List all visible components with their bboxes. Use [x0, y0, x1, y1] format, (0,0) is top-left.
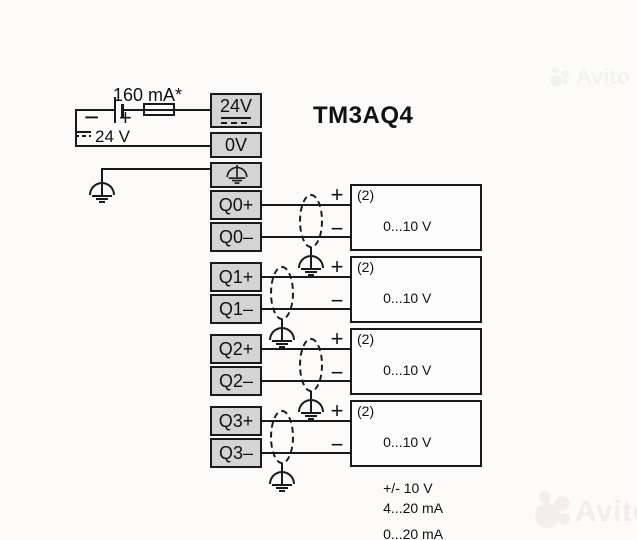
terminal-q0-plus: Q0+	[210, 190, 262, 220]
terminal-label: Q1–	[218, 299, 254, 319]
wire-shield-ground	[310, 391, 312, 398]
wire-battery-to-24v	[124, 109, 210, 111]
range-line: 4...20 mA	[383, 500, 444, 517]
range-line: 0...20 mA	[383, 526, 444, 540]
cable-shield-icon	[299, 338, 323, 392]
terminal-label: 24V	[219, 96, 253, 116]
terminal-label: Q0–	[218, 227, 254, 247]
polarity-plus-label: +	[330, 398, 344, 423]
box-note-ref: (2)	[357, 331, 375, 347]
wire-q3-plus	[262, 420, 350, 422]
watermark-text: Avito	[576, 64, 631, 89]
box-note-ref: (2)	[357, 403, 375, 419]
wire-earth-horizontal	[101, 168, 210, 170]
shield-ground-icon	[268, 325, 296, 348]
range-line: 0...10 V	[383, 433, 432, 450]
terminal-label: Q3+	[218, 411, 254, 431]
dc-symbol-icon	[75, 131, 91, 137]
output-range-box: (2) 0...10 V +/- 10 V 0...20 mA 4...20 m…	[350, 184, 482, 372]
terminal-q3-minus: Q3–	[210, 438, 262, 468]
output-range-list: 0...10 V +/- 10 V 0...20 mA 4...20 mA	[383, 404, 443, 540]
terminal-label: Q2+	[218, 339, 254, 359]
dc-symbol-icon	[221, 117, 251, 124]
terminal-q2-minus: Q2–	[210, 366, 262, 396]
polarity-minus-label: −	[330, 216, 344, 241]
wire-supply-to-0v	[75, 145, 210, 147]
watermark-top-right: Avito	[548, 64, 630, 90]
wire-q1-plus	[262, 276, 350, 278]
watermark-bottom-right: Avito	[531, 487, 637, 533]
fuse-rating-label: 160 mA*	[113, 85, 183, 105]
module-title: TM3AQ4	[313, 102, 414, 129]
polarity-plus-label: +	[330, 182, 344, 207]
terminal-0v: 0V	[210, 132, 262, 158]
cable-shield-icon	[270, 410, 294, 464]
wire-earth-vertical	[101, 168, 103, 181]
box-note-ref: (2)	[357, 187, 375, 203]
terminal-label: Q2–	[218, 371, 254, 391]
battery-plate-long-icon	[114, 97, 116, 123]
terminal-label: Q0+	[218, 195, 254, 215]
polarity-plus-label: +	[330, 326, 344, 351]
wire-q3-minus	[262, 452, 350, 454]
wire-q1-minus	[262, 308, 350, 310]
terminal-q2-plus: Q2+	[210, 334, 262, 364]
battery-plus-label: +	[119, 105, 132, 130]
wire-supply-left-vertical	[75, 109, 77, 147]
cable-shield-icon	[299, 194, 323, 248]
fuse-icon	[143, 103, 175, 116]
watermark-text: Avito	[575, 495, 637, 528]
box-note-ref: (2)	[357, 259, 375, 275]
terminal-label: Q3–	[218, 443, 254, 463]
wire-shield-ground	[310, 247, 312, 254]
earth-ground-icon	[88, 180, 116, 203]
terminal-q3-plus: Q3+	[210, 406, 262, 436]
shield-ground-icon	[297, 397, 325, 420]
output-range-box: (2) 0...10 V +/- 10 V 0...20 mA 4...20 m…	[350, 256, 482, 444]
polarity-plus-label: +	[330, 254, 344, 279]
shield-ground-icon	[297, 253, 325, 276]
range-line: +/- 10 V	[383, 480, 433, 497]
output-range-box: (2) 0...10 V +/- 10 V 0...20 mA 4...20 m…	[350, 400, 482, 540]
terminal-functional-ground	[210, 162, 262, 188]
avito-logo-icon	[548, 65, 572, 89]
cable-shield-icon	[270, 266, 294, 320]
wire-battery-left	[75, 109, 115, 111]
terminal-q1-minus: Q1–	[210, 294, 262, 324]
terminal-label: Q1+	[218, 267, 254, 287]
supply-voltage-label: 24 V	[95, 127, 130, 146]
polarity-minus-label: −	[330, 432, 344, 457]
terminal-24v: 24V	[210, 93, 262, 128]
battery-minus-label: −	[84, 102, 100, 132]
range-line: 0...10 V	[383, 217, 432, 234]
polarity-minus-label: −	[330, 288, 344, 313]
battery-plate-short-icon	[121, 104, 124, 117]
range-line: 0...10 V	[383, 361, 432, 378]
ground-terminal-icon	[226, 165, 249, 184]
wire-shield-ground	[281, 463, 283, 470]
terminal-label: 0V	[224, 135, 248, 155]
range-line: 0...10 V	[383, 289, 432, 306]
wire-shield-ground	[281, 319, 283, 326]
terminal-q1-plus: Q1+	[210, 262, 262, 292]
terminal-q0-minus: Q0–	[210, 222, 262, 252]
output-range-box: (2) 0...10 V +/- 10 V 0...20 mA 4...20 m…	[350, 328, 482, 516]
polarity-minus-label: −	[330, 360, 344, 385]
shield-ground-icon	[268, 469, 296, 492]
